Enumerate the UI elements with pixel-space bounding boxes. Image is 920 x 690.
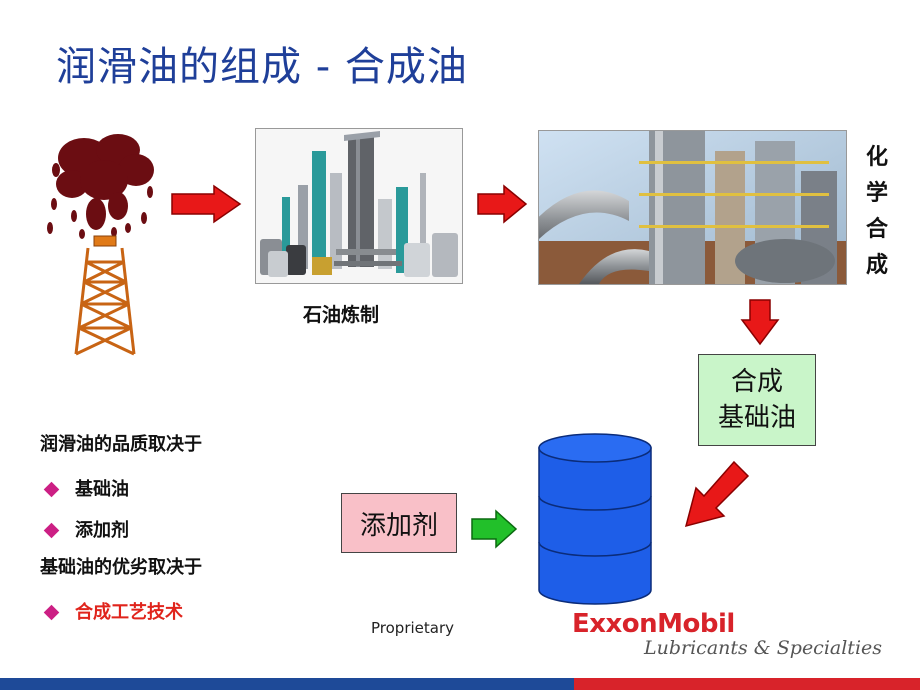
synthetic-box-line: 基础油 bbox=[717, 403, 796, 433]
list-item: 添加剂 bbox=[40, 510, 202, 551]
diamond-bullet-icon bbox=[43, 481, 60, 498]
vertical-char: 成 bbox=[865, 253, 888, 278]
refinery-image bbox=[255, 128, 463, 284]
list-item-text: 基础油 bbox=[75, 478, 129, 500]
base-oil-heading: 基础油的优劣取决于 bbox=[40, 557, 202, 578]
page-title: 润滑油的组成 - 合成油 bbox=[56, 44, 468, 90]
bottom-bar-red bbox=[574, 678, 920, 690]
oil-derrick-icon bbox=[47, 134, 154, 356]
synthetic-base-oil-box: 合成 基础油 bbox=[698, 354, 816, 446]
synthetic-box-line: 合成 bbox=[730, 367, 783, 397]
arrow-diagonal-icon bbox=[684, 460, 750, 528]
logo-subtitle: Lubricants & Specialties bbox=[644, 637, 883, 659]
additive-box: 添加剂 bbox=[341, 493, 457, 553]
proprietary-note: Proprietary bbox=[371, 619, 454, 637]
exxonmobil-logo: ExxonMobil bbox=[572, 609, 735, 639]
chemical-plant-icon bbox=[539, 131, 846, 284]
diamond-bullet-icon bbox=[43, 604, 60, 621]
list-item-text: 添加剂 bbox=[75, 519, 129, 541]
refining-caption: 石油炼制 bbox=[303, 304, 380, 326]
bottom-bar-blue bbox=[0, 678, 574, 690]
arrow-down-icon bbox=[740, 299, 780, 346]
arrow-right-icon bbox=[471, 509, 518, 549]
arrow-right-icon bbox=[171, 184, 242, 224]
oil-barrel-icon bbox=[538, 433, 652, 605]
diamond-bullet-icon bbox=[43, 522, 60, 539]
chemical-synthesis-label: 化 学 合 成 bbox=[860, 140, 894, 284]
vertical-char: 化 bbox=[865, 145, 888, 170]
list-item: 基础油 bbox=[40, 469, 202, 510]
quality-factors-list: 润滑油的品质取决于 基础油 添加剂 基础油的优劣取决于 合成工艺技术 bbox=[40, 428, 202, 633]
vertical-char: 学 bbox=[865, 181, 888, 206]
arrow-right-icon bbox=[477, 184, 528, 224]
chemical-plant-image bbox=[538, 130, 847, 285]
refinery-icon bbox=[256, 129, 462, 283]
list-item: 合成工艺技术 bbox=[40, 592, 202, 633]
list-item-text: 合成工艺技术 bbox=[75, 601, 183, 623]
vertical-char: 合 bbox=[865, 217, 888, 242]
quality-heading: 润滑油的品质取决于 bbox=[40, 434, 202, 455]
